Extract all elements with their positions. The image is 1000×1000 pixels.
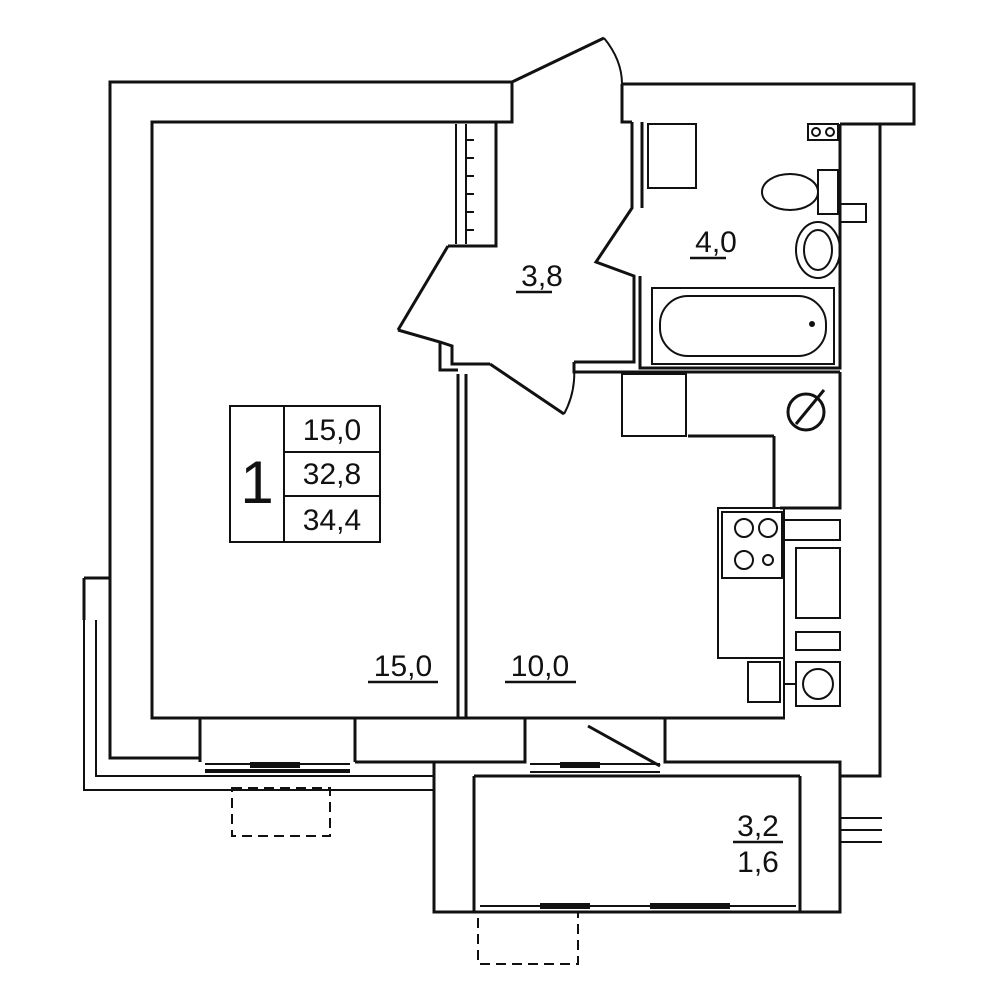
window-living-room	[205, 762, 350, 837]
balcony	[432, 760, 882, 965]
summary-table: 1 15,0 32,8 34,4	[229, 405, 381, 543]
room-labels: 15,0 10,0 3,8 4,0 3,2 1,6	[368, 226, 783, 879]
entrance-door	[511, 36, 623, 122]
window-kitchen	[530, 762, 660, 773]
living-room-area: 15,0	[374, 650, 432, 683]
kitchen-door	[489, 362, 576, 416]
lower-wall	[83, 620, 800, 791]
hallway-area: 3,8	[521, 260, 563, 293]
total-area-with-balcony-value: 34,4	[303, 504, 361, 537]
balcony-area: 3,2	[737, 810, 779, 843]
kitchen-fixtures	[621, 373, 841, 718]
balcony-reduced-area: 1,6	[737, 846, 779, 879]
living-area-value: 15,0	[303, 414, 361, 447]
kitchen-area: 10,0	[511, 650, 569, 683]
exterior-walls	[82, 80, 916, 778]
interior-walls	[396, 120, 842, 718]
bathroom-area: 4,0	[695, 226, 737, 259]
bathroom-fixtures	[647, 123, 867, 365]
wardrobe	[455, 124, 474, 244]
total-area-value: 32,8	[303, 458, 361, 491]
rooms-count: 1	[240, 449, 273, 516]
balcony-door	[587, 724, 661, 768]
